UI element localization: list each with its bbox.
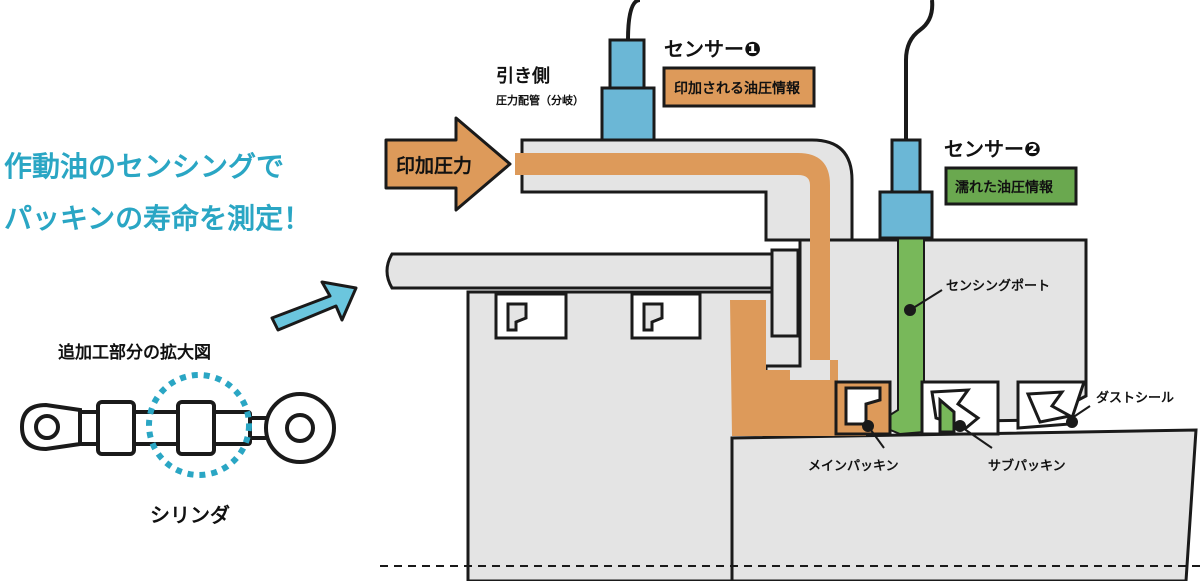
- dust-seal-label: ダストシール: [1096, 390, 1174, 406]
- rod-seals: [494, 292, 702, 340]
- headline-line-2: パッキンの寿命を測定！: [4, 202, 311, 235]
- sensor-2-title: センサー❷: [944, 137, 1041, 161]
- main-packing-label: メインパッキン: [808, 459, 899, 474]
- cylinder-icon: [19, 372, 336, 478]
- pointer-arrow-icon: [270, 280, 358, 332]
- pull-side-title: 引き側: [496, 65, 550, 87]
- leader-lines: [862, 289, 1091, 449]
- tie-rod: [385, 252, 802, 290]
- applied-pressure-label: 印加圧力: [396, 154, 472, 177]
- sensor-1-icon: [600, 0, 656, 142]
- sensor-1-info-box: [662, 66, 816, 108]
- headline-line-1: 作動油のセンシングで: [4, 150, 284, 183]
- applied-pressure-arrow: [384, 116, 512, 212]
- inset-caption: 追加工部分の拡大図: [58, 342, 211, 363]
- sub-packing-label: サブパッキン: [988, 458, 1066, 474]
- cylinder-label: シリンダ: [150, 503, 230, 527]
- oil-chamber: [730, 300, 790, 436]
- sensor-2-icon: [878, 0, 935, 240]
- applied-oil-path: [515, 153, 866, 436]
- sensor-2-info-box: [944, 166, 1078, 206]
- piston-rod: [730, 428, 1198, 581]
- sensor-1-info: 印加される油圧情報: [674, 80, 801, 97]
- pull-side-subtitle: 圧力配管（分岐）: [496, 93, 584, 107]
- port-plug: [770, 248, 800, 338]
- sensing-port-label: センシングポート: [946, 278, 1050, 294]
- sensor-2-info: 濡れた油圧情報: [955, 179, 1054, 196]
- sensor-1-title: センサー❶: [664, 37, 761, 61]
